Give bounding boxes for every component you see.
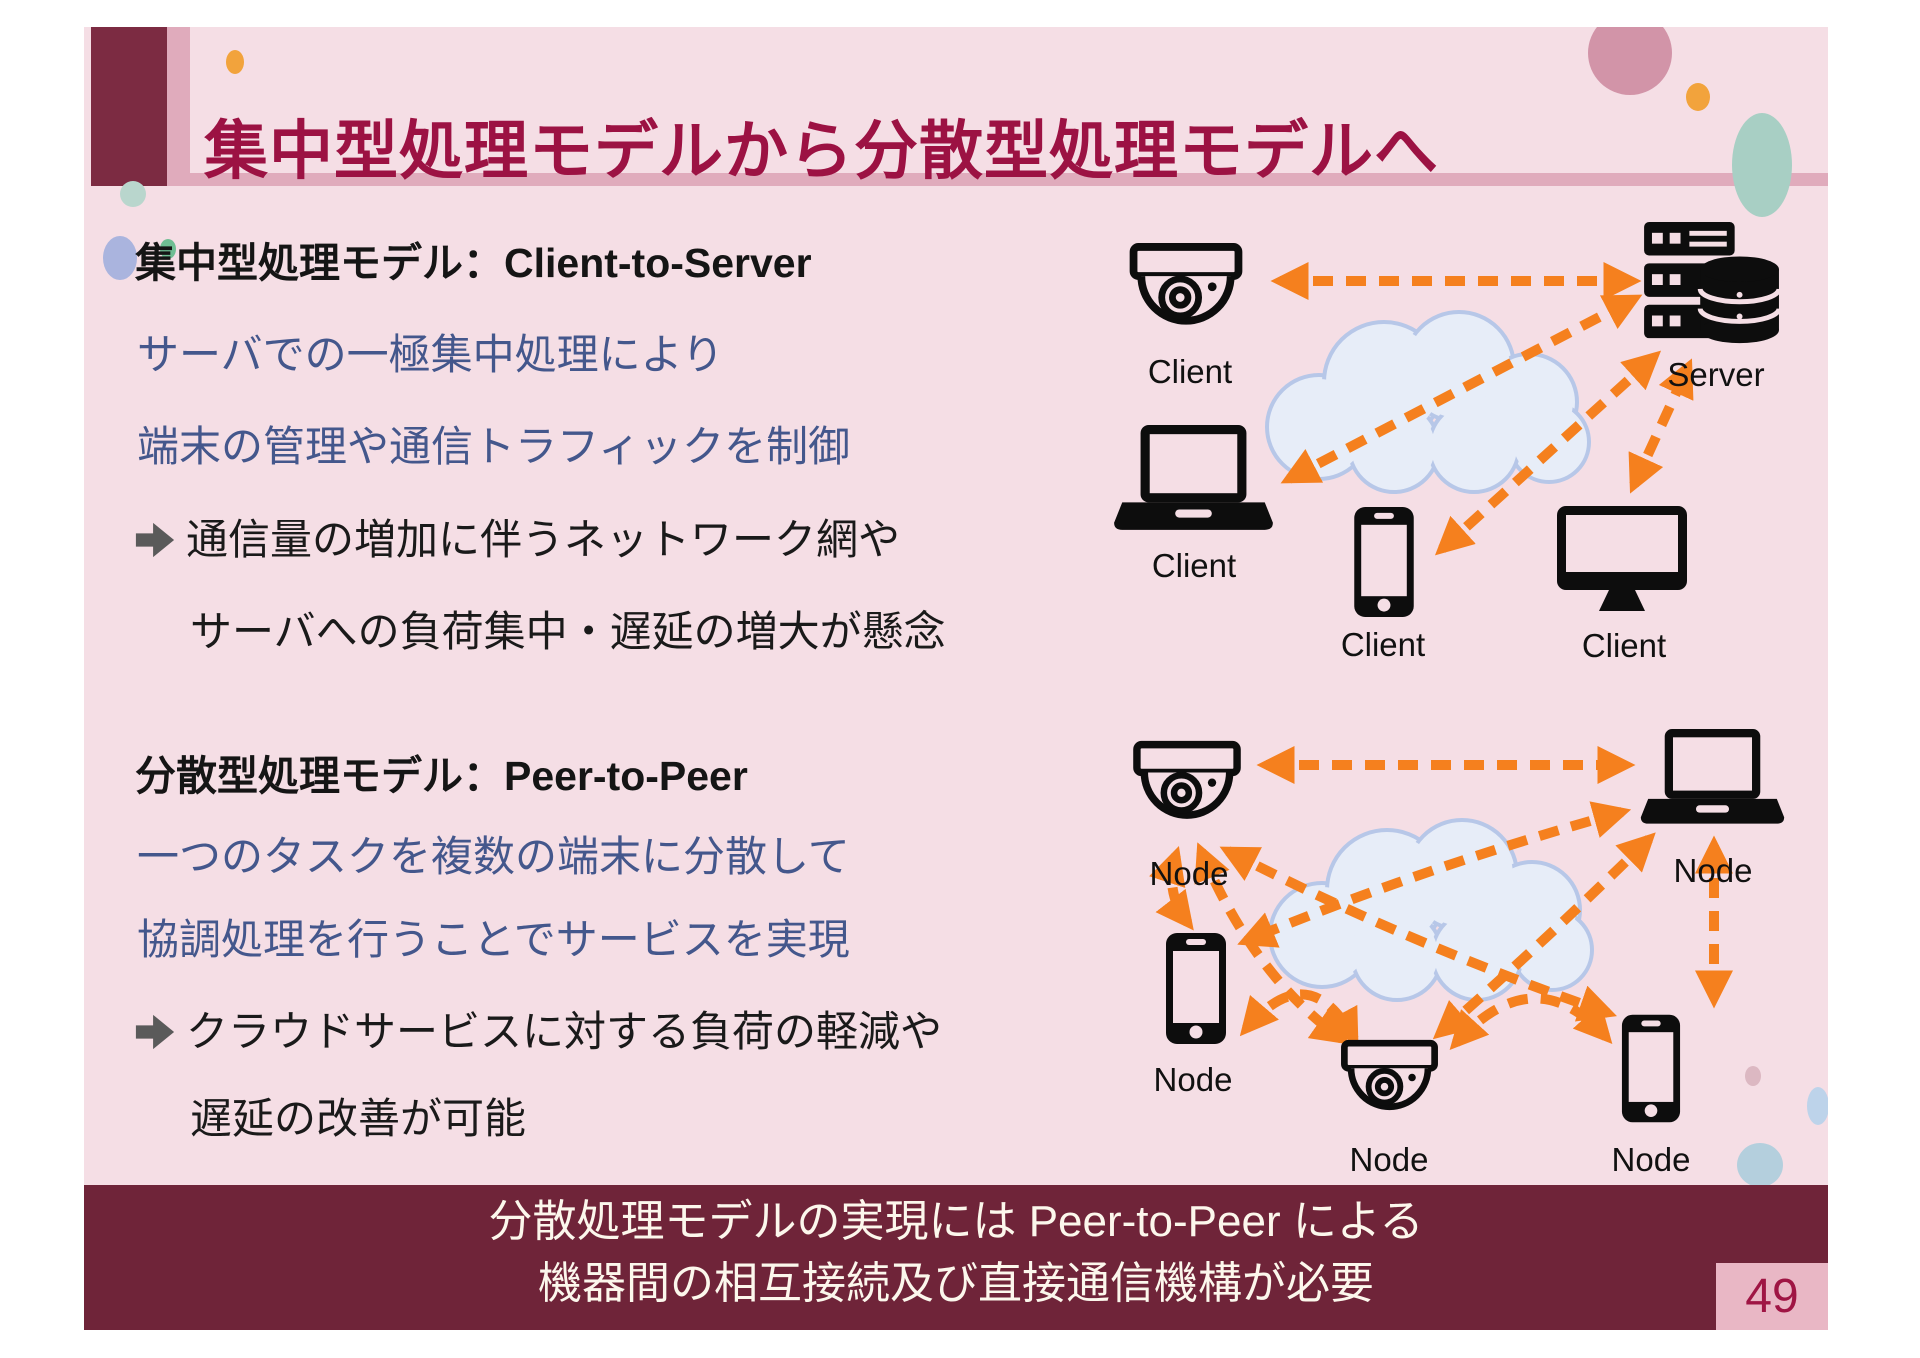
camera-icon [1344, 1043, 1434, 1107]
cloud-icon [1268, 818, 1594, 1002]
title-background [190, 27, 1828, 173]
section2-bullet-line2: 遅延の改善が可能 [190, 1095, 527, 1142]
title-accent-bar [91, 27, 167, 186]
deco-blue-dot-large [1737, 1143, 1783, 1187]
label-node-phone-left: Node [1153, 1061, 1233, 1098]
deco-blue-dot-small [1807, 1087, 1828, 1125]
label-client-phone: Client [1340, 626, 1426, 663]
phone-icon [1166, 933, 1226, 1044]
section2-body-line1: 一つのタスクを複数の端末に分散して [137, 833, 850, 880]
footer-line1: 分散処理モデルの実現には Peer-to-Peer による [488, 1197, 1424, 1246]
server-icon [1644, 222, 1779, 343]
slide: 集中型処理モデルから分散型処理モデルへ 集中型処理モデル：Client-to-S… [84, 27, 1828, 1330]
page-number: 49 [1716, 1263, 1828, 1330]
deco-orange-dot-title [1686, 83, 1710, 111]
label-node-camera-top: Node [1149, 855, 1229, 892]
section2-body-line2: 協調処理を行うことでサービスを実現 [137, 916, 850, 963]
section1-body-line2: 端末の管理や通信トラフィックを制御 [137, 423, 851, 470]
slide-title: 集中型処理モデルから分散型処理モデルへ [204, 114, 1439, 187]
deco-pale-teal-dot [120, 181, 146, 207]
section1-bullet-line2: サーバへの負荷集中・遅延の増大が懸念 [190, 608, 946, 655]
footer-line2: 機器間の相互接続及び直接通信機構が必要 [538, 1259, 1374, 1308]
deco-orange-dot-left [226, 50, 244, 74]
monitor-icon [1557, 506, 1687, 611]
deco-lavender-ellipse [103, 236, 137, 280]
deco-teal-ellipse [1732, 113, 1792, 217]
bullet-arrow-icon [132, 519, 178, 566]
section1-bullet-line1: 通信量の増加に伴うネットワーク網や [186, 516, 901, 563]
section1-heading: 集中型処理モデル：Client-to-Server [135, 240, 812, 286]
deco-green-dot [160, 239, 176, 259]
laptop-icon [1640, 729, 1785, 824]
label-client-monitor: Client [1581, 627, 1667, 664]
label-node-phone-right: Node [1611, 1141, 1691, 1178]
section2-heading: 分散型処理モデル：Peer-to-Peer [135, 753, 748, 799]
label-client-laptop: Client [1151, 547, 1237, 584]
deco-rose-circle [1588, 27, 1672, 95]
client-server-diagram [1114, 217, 1824, 618]
footer-banner: 分散処理モデルの実現には Peer-to-Peer による 機器間の相互接続及び… [84, 1185, 1828, 1330]
deco-dusty-pink-dot [1745, 1066, 1761, 1086]
bullet-arrow-icon [132, 1011, 178, 1058]
laptop-icon [1114, 425, 1273, 530]
peer-to-peer-diagram [1104, 729, 1785, 1123]
cloud-icon [1265, 310, 1591, 494]
section2-bullet-line1: クラウドサービスに対する負荷の軽減や [186, 1008, 943, 1055]
label-node-laptop: Node [1673, 852, 1753, 889]
camera-icon [1134, 247, 1239, 321]
phone-icon [1354, 506, 1414, 618]
camera-icon [1137, 745, 1237, 815]
label-server: Server [1667, 356, 1765, 393]
label-client-camera: Client [1147, 353, 1233, 390]
section1-body-line1: サーバでの一極集中処理により [137, 331, 724, 378]
phone-icon [1621, 1014, 1681, 1123]
label-node-camera-bottom: Node [1349, 1141, 1429, 1178]
